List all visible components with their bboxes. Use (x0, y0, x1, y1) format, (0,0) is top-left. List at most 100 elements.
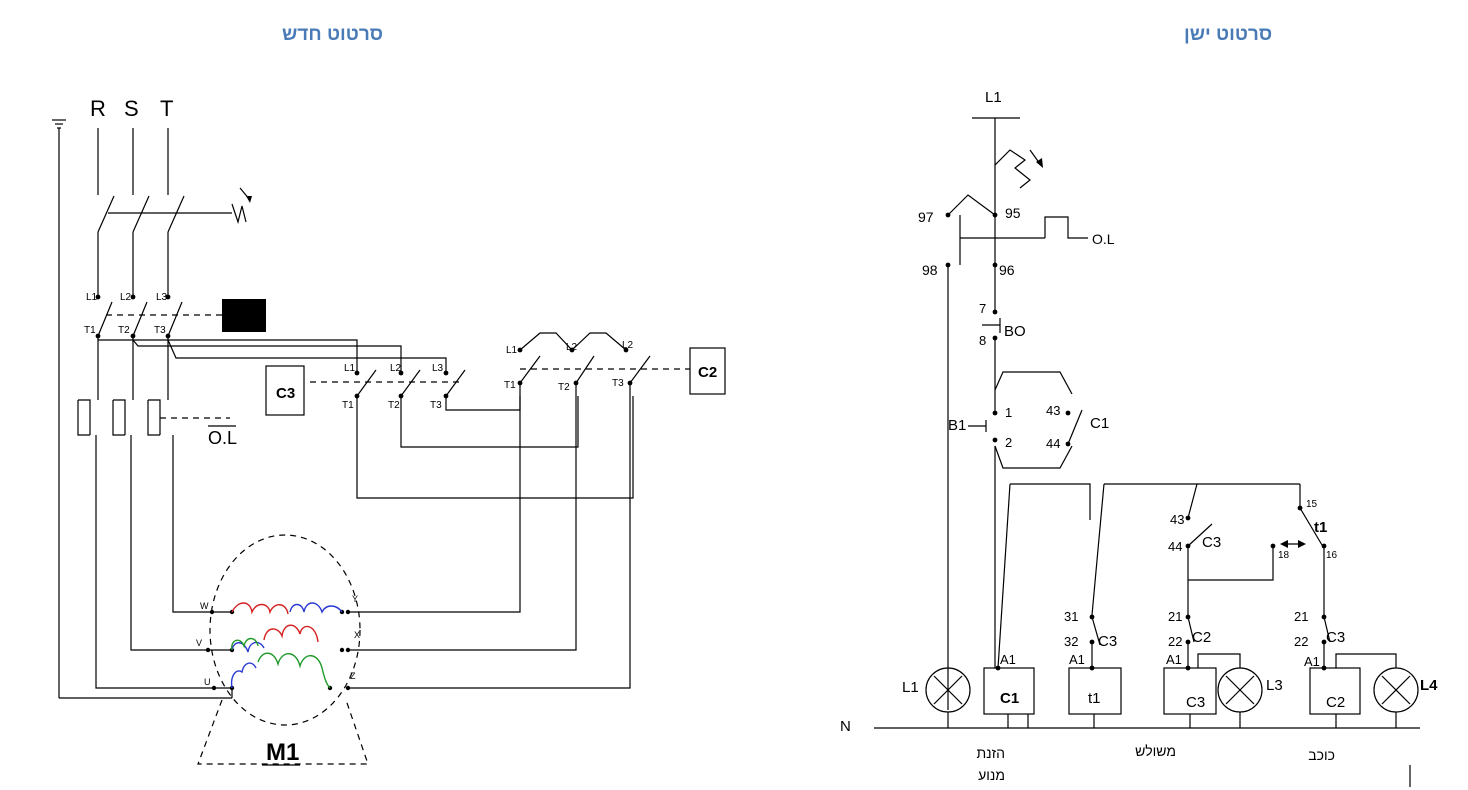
caption-feed-motor: מנוע (978, 767, 1005, 783)
ol-96-label: 96 (999, 262, 1015, 278)
contact-l3-label: L3 (156, 292, 168, 303)
caption-delta: משולש (1135, 743, 1176, 759)
stop-contact-8: 8 (979, 333, 986, 348)
c2-label: C2 (698, 364, 717, 381)
c2-nc-label: C2 (1192, 629, 1211, 646)
c3-t2-label: T2 (388, 400, 400, 411)
coil-c2: A1 C2 (1304, 654, 1361, 715)
neutral-label: N (840, 718, 851, 735)
overload-relay: O.L (77, 399, 237, 448)
lamp-l3-label: L3 (1266, 677, 1283, 694)
c3-contactor: C3 L1 L2 L3 T1 T2 T3 (265, 363, 466, 416)
coil-c1-label: C1 (1000, 690, 1019, 707)
c2-t2-label: T2 (558, 382, 570, 393)
coil-c3: A1 C3 (1163, 652, 1217, 715)
coil-c3-label: C3 (1186, 694, 1205, 711)
winding-red (231, 602, 289, 615)
ol-97-label: 97 (918, 209, 934, 225)
c3-contact-32: 32 (1064, 634, 1078, 649)
thermal-arrow-icon (1036, 158, 1043, 168)
caption-star: כוכב (1308, 747, 1335, 763)
timer-contact-16: 16 (1326, 550, 1338, 561)
overload-contacts: 97 95 98 96 O.L (918, 165, 1115, 710)
coil-c3-terminal: A1 (1166, 652, 1182, 667)
lamp-l1-label: L1 (902, 679, 919, 696)
c2-contact-22: 22 (1168, 634, 1182, 649)
coil-t1: A1 t1 (1068, 652, 1122, 715)
terminal-x-label: X (354, 630, 360, 640)
contact-t1-label: T1 (84, 325, 96, 336)
c2-l1-label: L1 (506, 345, 518, 356)
terminal-w-label: W (200, 601, 209, 611)
motor-m1: M1 W V U Y X Z (196, 534, 369, 766)
c3-contact-22: 22 (1294, 634, 1308, 649)
c2-contact-21: 21 (1168, 609, 1182, 624)
stop-label: BO (1004, 323, 1026, 340)
c3-no-label: C3 (1202, 534, 1221, 551)
thermal-element (994, 149, 1031, 189)
c3-l1-label: L1 (344, 363, 356, 374)
coil-c2-label: C2 (1326, 694, 1345, 711)
winding-blue (289, 602, 343, 614)
ground-icon (52, 119, 233, 699)
contact-l2-label: L2 (120, 292, 132, 303)
c3-l3-label: L3 (432, 363, 444, 374)
c3-contact-43: 43 (1170, 512, 1184, 527)
phase-r-label: R (90, 96, 106, 121)
start-label: B1 (948, 417, 966, 434)
c2-contactor: L1 L2 L2 T1 T2 T3 C2 (504, 332, 726, 395)
hold-contact-43: 43 (1046, 403, 1060, 418)
terminal-u-label: U (204, 677, 211, 687)
contact-t2-label: T2 (118, 325, 130, 336)
c3-nc-label: C3 (1098, 633, 1117, 650)
c3-interlock-contact: 31 32 C3 (1064, 609, 1117, 668)
coil-t1-terminal: A1 (1069, 652, 1085, 667)
title-old-drawing: סרטוט ישן (1184, 24, 1273, 45)
c2-t1-label: T1 (504, 380, 516, 391)
start-hold-circuit: B1 1 2 43 44 C1 (948, 371, 1109, 668)
lamp-l4-label: L4 (1420, 677, 1438, 694)
timer-arrow-left-icon (1280, 540, 1288, 548)
control-circuit: L1 97 95 98 96 O.L 7 8 (840, 89, 1438, 787)
contact-t3-label: T3 (154, 325, 166, 336)
timer-arrow-right-icon (1298, 540, 1306, 548)
hold-contact-44: 44 (1046, 436, 1060, 451)
c3-delta-branch: 43 44 C3 21 22 C2 (1168, 483, 1274, 668)
power-circuit: R S T L1 L2 L3 (52, 96, 726, 766)
phase-t-label: T (160, 96, 173, 121)
c2-t3-label: T3 (612, 378, 624, 389)
coil-t1-label: t1 (1088, 690, 1101, 707)
stop-button: 7 8 BO (979, 265, 1026, 372)
timer-contact-15: 15 (1306, 499, 1318, 510)
c3-t1-label: T1 (342, 400, 354, 411)
motor-label: M1 (266, 739, 299, 766)
terminal-z-label: Z (350, 671, 356, 681)
terminal-v-label: V (196, 638, 202, 648)
contactor-coil-block (222, 299, 266, 332)
timer-label: t1 (1314, 519, 1327, 536)
c2-l3-label: L2 (622, 340, 634, 351)
ol-label: O.L (1092, 231, 1115, 247)
timer-contact-18: 18 (1278, 550, 1290, 561)
c3-contact-31: 31 (1064, 609, 1078, 624)
winding-green (231, 637, 259, 651)
line-l1-label: L1 (985, 89, 1002, 106)
overload-label: O.L (208, 428, 237, 448)
c2-coil-box (689, 347, 726, 395)
start-contact-1: 1 (1005, 405, 1012, 420)
title-new-drawing: סרטוט חדש (282, 24, 384, 45)
coil-c1-terminal: A1 (1000, 652, 1016, 667)
phase-s-label: S (124, 96, 139, 121)
c2-l2-label: L2 (566, 342, 578, 353)
ol-98-label: 98 (922, 262, 938, 278)
c3-coil-box (265, 365, 305, 416)
c3-contact-44: 44 (1168, 539, 1182, 554)
timer-contacts: 15 t1 16 18 21 22 C3 (1270, 484, 1345, 668)
c3-l2-label: L2 (390, 363, 402, 374)
c3-label: C3 (276, 385, 295, 402)
c3-t3-label: T3 (430, 400, 442, 411)
caption-feed: הזנת (976, 745, 1005, 761)
hold-label: C1 (1090, 415, 1109, 432)
c3-contact-21: 21 (1294, 609, 1308, 624)
